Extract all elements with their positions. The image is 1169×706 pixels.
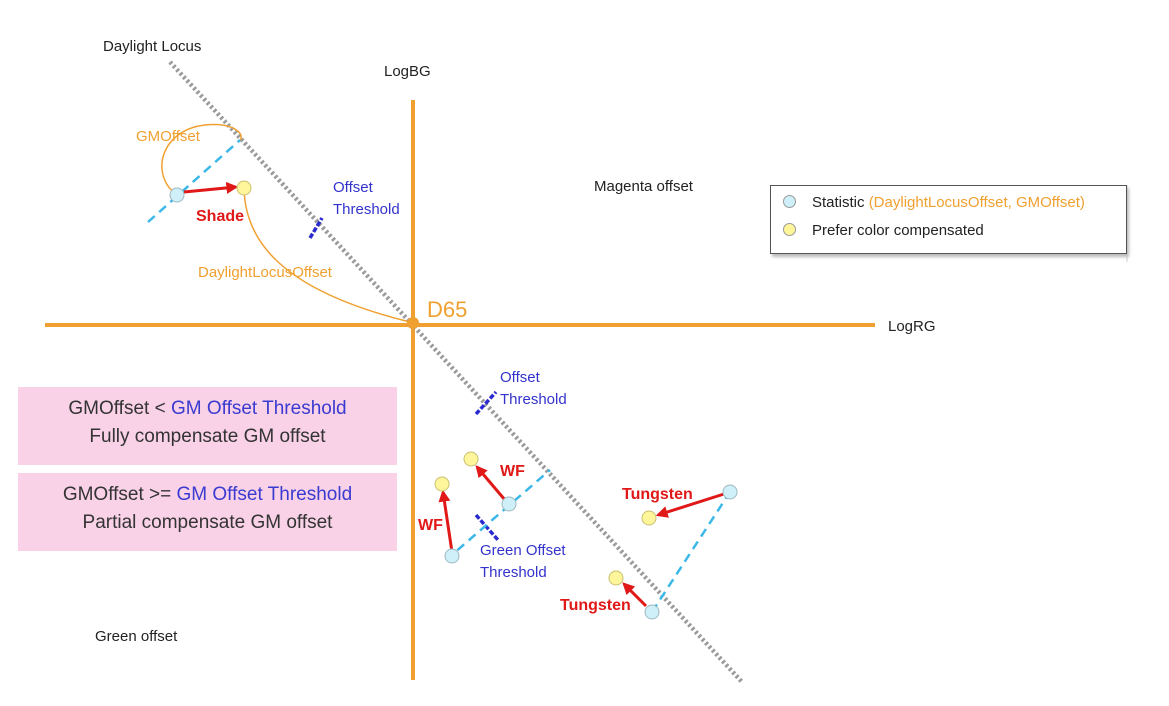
logbg-label: LogBG — [384, 63, 431, 80]
tungsten-label-upper: Tungsten — [622, 486, 693, 503]
green-offset-threshold-mark — [474, 513, 500, 542]
d65-point — [407, 317, 419, 329]
shade-statistic-dot — [169, 187, 185, 203]
tungsten-statistic-dot-lower — [644, 604, 660, 620]
daylightlocusoffset-curve — [243, 187, 411, 323]
shade-label: Shade — [196, 208, 245, 225]
legend-statistic-row: Statistic (DaylightLocusOffset, GMOffset… — [783, 194, 1085, 211]
tungsten-statistic-dot-upper — [722, 484, 738, 500]
magenta-offset-label: Magenta offset — [594, 178, 693, 195]
offset-threshold-mark-upper — [308, 217, 324, 239]
tungsten-prefer-dot-lower — [608, 570, 624, 586]
prefer-dot-icon — [783, 223, 796, 236]
wf-prefer-dot-lower — [434, 476, 450, 492]
wf-dashed-line — [445, 469, 551, 561]
tungsten-dashed-line — [650, 491, 732, 613]
tungsten-arrow-lower — [622, 582, 648, 608]
wf-statistic-dot-upper — [501, 496, 517, 512]
fully-compensate-box: GMOffset < GM Offset Threshold Fully com… — [18, 387, 397, 465]
offset-threshold-mark-lower — [474, 390, 498, 416]
wf-label-lower: WF — [418, 517, 443, 534]
green-offset-label: Green offset — [95, 628, 178, 645]
legend: Statistic (DaylightLocusOffset, GMOffset… — [770, 185, 1127, 254]
daylight-locus-line — [168, 60, 744, 684]
gmoffset-curve — [161, 123, 242, 195]
wf-arrow-lower — [438, 489, 454, 553]
daylightlocusoffset-label: DaylightLocusOffset — [198, 264, 332, 281]
partial-compensate-box: GMOffset >= GM Offset Threshold Partial … — [18, 473, 397, 551]
wf-arrow-upper — [475, 465, 507, 501]
shade-arrow — [183, 181, 239, 194]
statistic-dot-icon — [783, 195, 796, 208]
wf-label-upper: WF — [500, 463, 525, 480]
gmoffset-label: GMOffset — [136, 128, 200, 145]
d65-label: D65 — [427, 297, 468, 322]
offset-threshold-label-lower: Offset Threshold — [500, 369, 567, 408]
tungsten-prefer-dot-upper — [641, 510, 657, 526]
wf-statistic-dot-lower — [444, 548, 460, 564]
tungsten-arrow-upper — [655, 492, 725, 518]
tungsten-label-lower: Tungsten — [560, 597, 631, 614]
daylight-locus-label: Daylight Locus — [103, 38, 202, 55]
wf-prefer-dot-upper — [463, 451, 479, 467]
offset-threshold-label-upper: Offset Threshold — [333, 179, 400, 218]
shade-prefer-dot — [236, 180, 252, 196]
shade-dashed-line — [147, 139, 241, 223]
legend-prefer-row: Prefer color compensated — [783, 222, 984, 239]
green-offset-threshold-label: Green Offset Threshold — [480, 542, 566, 581]
logrg-label: LogRG — [888, 318, 936, 335]
